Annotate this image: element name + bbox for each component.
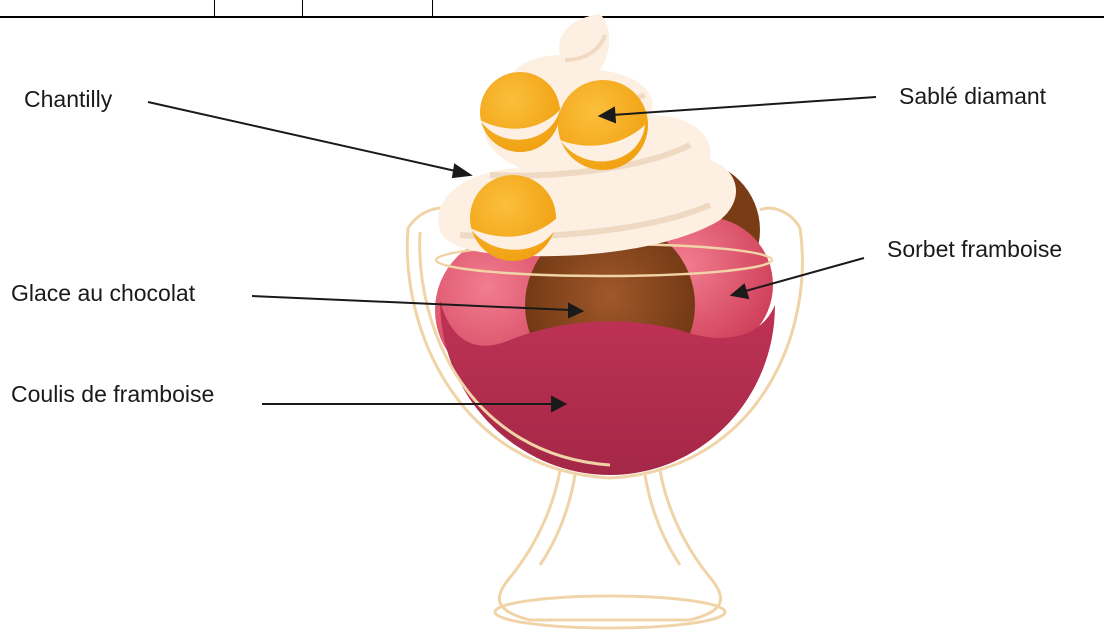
chantilly-label: Chantilly — [24, 88, 112, 111]
chantilly-arrowhead — [453, 165, 470, 177]
coulis-framboise-label: Coulis de framboise — [11, 383, 214, 406]
sorbet-framboise-label: Sorbet framboise — [887, 238, 1062, 261]
sable-diamant-label: Sablé diamant — [899, 85, 1046, 108]
chantilly-leader — [148, 102, 460, 172]
glace-chocolat-label: Glace au chocolat — [11, 282, 195, 305]
glass-stem — [495, 470, 725, 628]
